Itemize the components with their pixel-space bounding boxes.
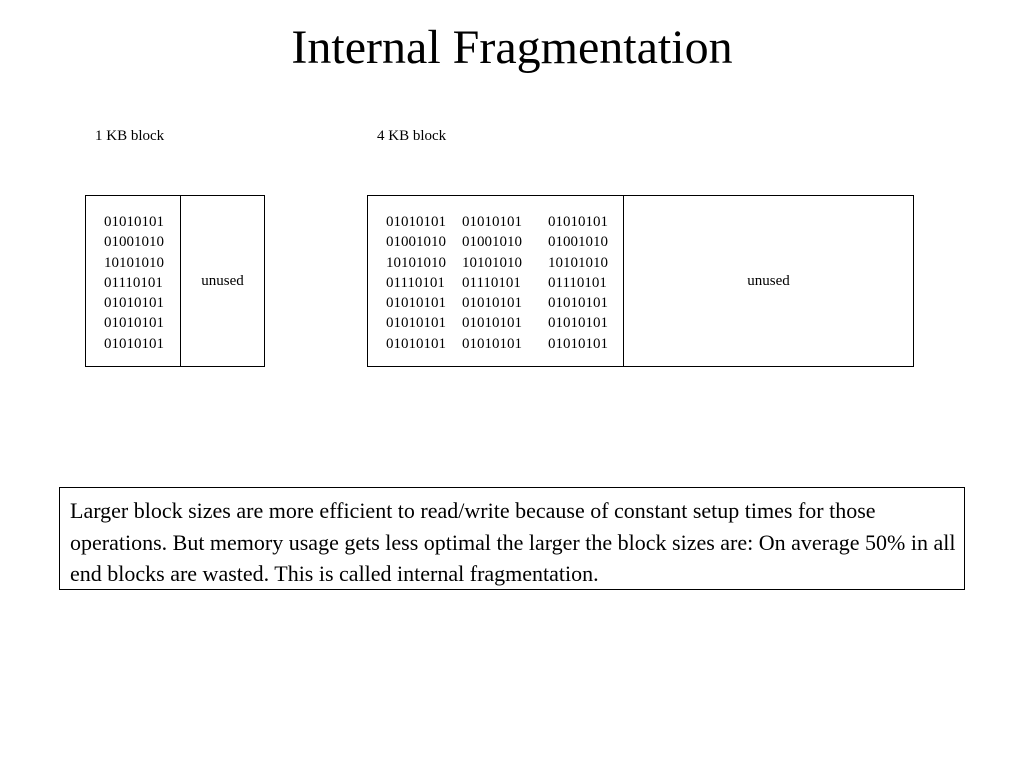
data-word: 01110101 [462,274,521,291]
data-word: 01010101 [548,335,608,352]
data-word: 10101010 [462,254,522,271]
large-block-data-column-2: 01010101 01001010 10101010 01110101 0101… [462,212,522,354]
data-word: 01010101 [462,315,522,332]
large-block-caption: 4 KB block [377,128,447,144]
data-word: 01010101 [104,214,164,230]
data-word: 01001010 [104,234,164,251]
data-word: 01010101 [462,335,522,352]
data-word: 01010101 [462,214,522,230]
data-word: 01010101 [386,295,446,312]
data-word: 01010101 [386,335,446,352]
small-block-unused-label: unused [201,273,244,289]
data-word: 01010101 [462,295,522,312]
slide-title: Internal Fragmentation [291,21,733,74]
data-word: 01010101 [548,214,608,230]
used-unused-divider [180,196,181,366]
data-word: 01001010 [462,234,522,251]
data-word: 01110101 [104,274,163,291]
large-block-data-column-1: 01010101 01001010 10101010 01110101 0101… [386,212,446,354]
used-unused-divider [623,196,624,366]
data-word: 01110101 [386,274,445,291]
small-block: 01010101 01001010 10101010 01110101 0101… [85,195,265,367]
data-word: 01010101 [548,315,608,332]
data-word: 01010101 [548,295,608,312]
data-word: 01010101 [104,315,164,332]
data-word: 01001010 [548,234,608,251]
data-word: 01010101 [386,315,446,332]
data-word: 01110101 [548,274,607,291]
data-word: 01001010 [386,234,446,251]
data-word: 10101010 [104,254,164,271]
large-block-unused-label: unused [747,273,790,289]
small-block-data-column: 01010101 01001010 10101010 01110101 0101… [104,212,164,354]
explanation-text-box: Larger block sizes are more efficient to… [59,487,965,590]
large-block-data-column-3: 01010101 01001010 10101010 01110101 0101… [548,212,608,354]
data-word: 01010101 [386,214,446,230]
data-word: 10101010 [386,254,446,271]
data-word: 01010101 [104,295,164,312]
data-word: 10101010 [548,254,608,271]
data-word: 01010101 [104,335,164,352]
small-block-caption: 1 KB block [95,128,165,144]
large-block: 01010101 01001010 10101010 01110101 0101… [367,195,914,367]
